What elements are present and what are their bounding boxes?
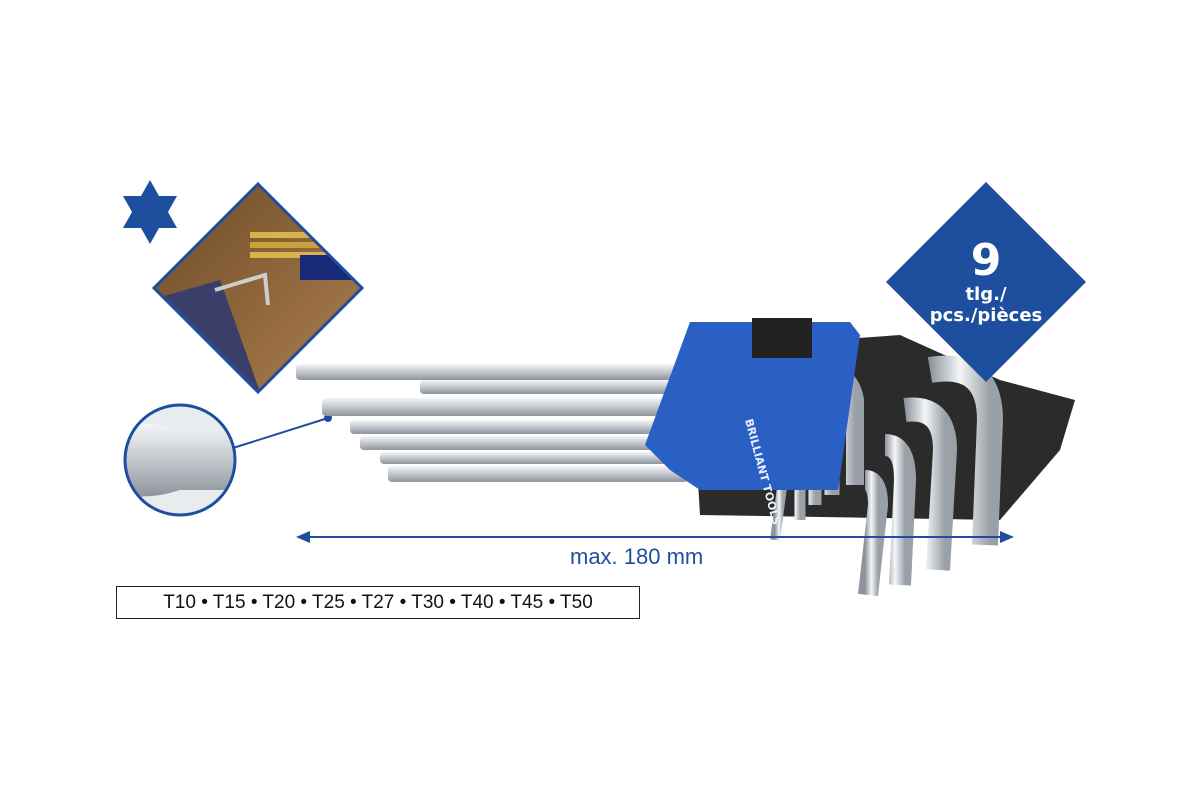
torx-star-icon xyxy=(123,180,177,244)
piece-unit-line1: tlg./ xyxy=(965,284,1007,305)
hex-key-long-arms xyxy=(296,364,702,482)
sizes-box: T10 • T15 • T20 • T25 • T27 • T30 • T40 … xyxy=(116,586,640,619)
piece-count-badge: 9 tlg./ pcs./pièces xyxy=(886,182,1086,382)
piece-count: 9 xyxy=(970,235,1002,286)
dimension-label: max. 180 mm xyxy=(570,544,704,569)
piece-count-badge-shape xyxy=(886,182,1086,382)
dimension-arrow xyxy=(296,531,1014,543)
holder-blue: BRILLIANT TOOLS xyxy=(645,318,860,526)
piece-unit-line2: pcs./pièces xyxy=(929,305,1043,326)
tip-detail-magnifier xyxy=(123,403,332,517)
